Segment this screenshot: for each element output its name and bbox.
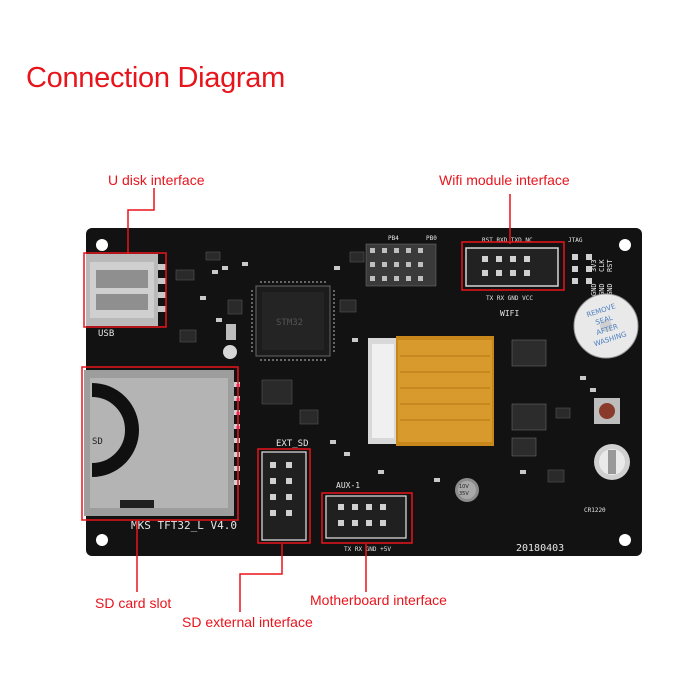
mount-hole-tl [96,239,108,251]
page-title: Connection Diagram [26,62,285,94]
jtag-pin-4: GND [590,283,598,296]
highlight-sd-slot [81,366,239,521]
usb-silk: USB [98,329,114,339]
highlight-usb [83,252,167,328]
model-silk: MKS TFT32_L V4.0 [131,519,237,532]
pb0-silk: PB0 [426,235,437,242]
jtag-pin-3: RST [606,259,614,272]
pb4-silk: PB4 [388,235,399,242]
jtag-silk: JTAG [568,237,583,244]
mount-hole-tr [619,239,631,251]
capacitor-silk-1: 10V [459,484,469,490]
date-silk: 20180403 [516,543,564,554]
leader-sd-external [239,544,283,612]
ext-sd-silk: EXT_SD [276,439,309,449]
callout-sd-slot: SD card slot [95,595,172,611]
aux1-silk: AUX-1 [336,481,360,490]
callout-u-disk: U disk interface [108,172,205,188]
pin-header-top [365,243,437,287]
aux1-pins-silk: TX RX GND +5V [344,546,391,553]
wifi-header [465,247,559,287]
jtag-pin-6: GND [606,283,614,296]
wifi-top-silk: RST RXD TXD NC [482,237,533,244]
jtag-pin-5: GND [598,283,606,296]
mcu-silk: STM32 [276,318,303,328]
callout-wifi: Wifi module interface [439,172,570,188]
highlight-ext-sd [257,448,311,544]
crystal [226,324,236,340]
jtag-pin-2: CLK [598,259,606,272]
highlight-wifi [461,241,565,291]
callout-sd-external: SD external interface [182,614,313,630]
aux1-header [325,495,407,539]
capacitor-small [223,345,237,359]
jtag-pin-1: 3V3 [590,259,598,272]
battery-silk: CR1220 [584,507,606,514]
capacitor-silk-2: 35V [459,491,469,497]
sd-silk: SD [92,437,103,447]
leader-u-disk [127,188,155,254]
wifi-silk: WIFI [500,309,519,318]
mount-hole-br [619,534,631,546]
highlight-aux1 [321,492,413,544]
mount-hole-bl [96,534,108,546]
wifi-bottom-silk: TX RX GND VCC [486,295,533,302]
ext-sd-header [261,451,307,541]
callout-motherboard: Motherboard interface [310,592,447,608]
